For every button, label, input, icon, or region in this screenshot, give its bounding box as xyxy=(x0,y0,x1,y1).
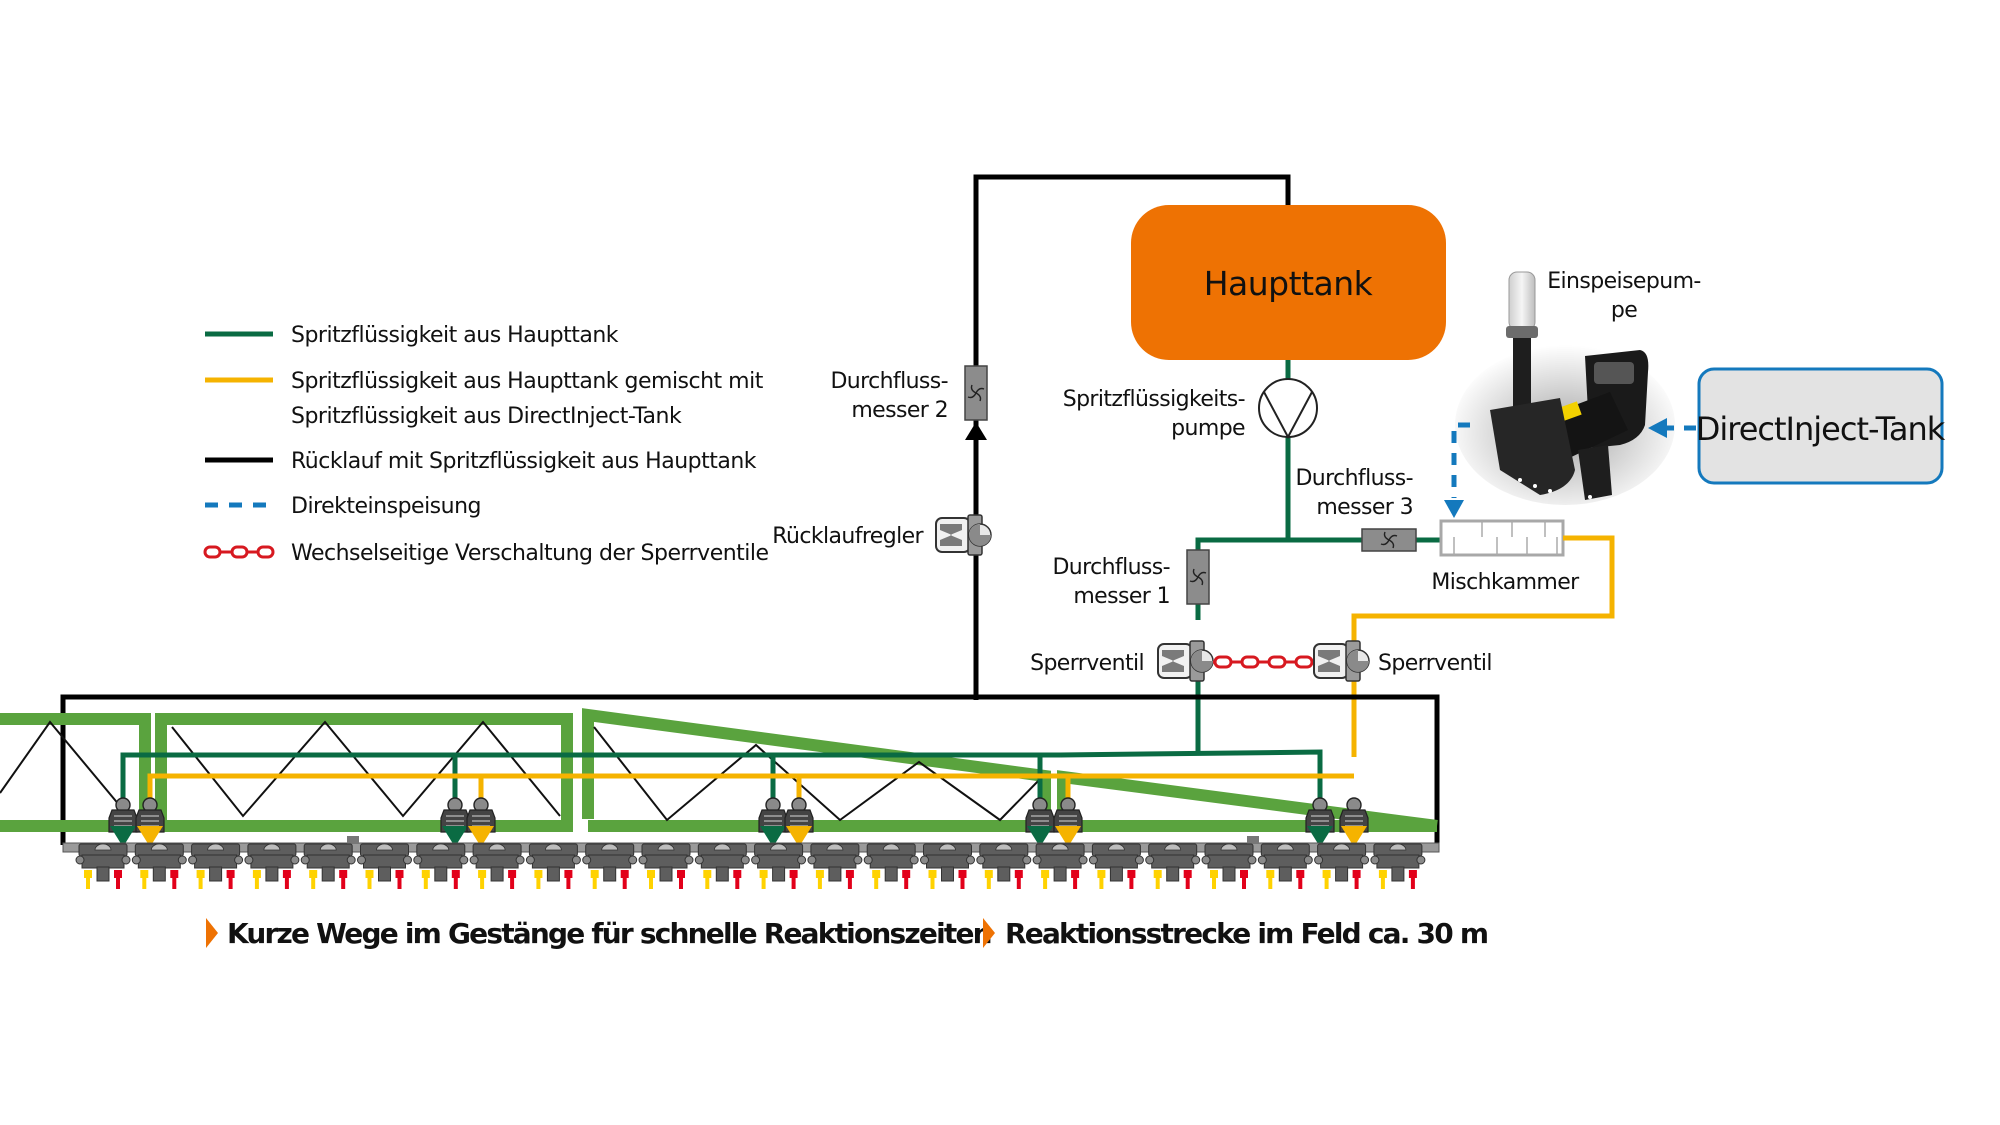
nozzle xyxy=(920,843,975,890)
nozzle xyxy=(976,843,1032,890)
legend-label-line2: Spritzflüssigkeit aus DirectInject-Tank xyxy=(291,404,682,429)
flow-arrow-down-yellow-icon xyxy=(1341,826,1367,847)
legend-item-return-flow: Rücklauf mit Spritzflüssigkeit aus Haupt… xyxy=(205,449,757,474)
injection-pump-label-line2: pe xyxy=(1611,298,1637,323)
nozzle xyxy=(1032,843,1088,890)
main-tank-label: Haupttank xyxy=(1204,264,1374,303)
flow-arrow-down-yellow-icon xyxy=(786,826,812,847)
direct-injection-line xyxy=(1444,418,1696,518)
injection-pump-label: Einspeisepum- xyxy=(1547,269,1701,294)
valve-interlock-chain xyxy=(1213,655,1318,669)
caption-2: Reaktionsstrecke im Feld ca. 30 m xyxy=(983,917,1489,950)
nozzle xyxy=(863,843,919,890)
nozzle xyxy=(1314,843,1370,890)
flow-arrow-down-green-icon xyxy=(1027,826,1053,847)
nozzle xyxy=(694,843,750,890)
nozzle xyxy=(525,843,581,890)
directinject-tank: DirectInject-Tank xyxy=(1696,367,1947,485)
mixing-chamber-label: Mischkammer xyxy=(1431,570,1580,595)
nozzle xyxy=(1201,843,1257,890)
spray-pump-label: Spritzflüssigkeits- xyxy=(1063,387,1245,412)
rail-bracket xyxy=(1247,836,1259,844)
boom-truss-frames xyxy=(0,708,1438,832)
motor-valve-icon xyxy=(935,514,992,556)
flow-arrow-down-green-icon xyxy=(1307,826,1333,847)
shutoff-valve-right-label: Sperrventil xyxy=(1378,651,1492,676)
shutoff-valve-left: Sperrventil xyxy=(1030,640,1214,682)
mixing-chamber: Mischkammer xyxy=(1431,519,1581,595)
flowmeter-2-label: Durchfluss- xyxy=(830,369,948,394)
flow-arrow-up-icon xyxy=(965,422,987,440)
shutoff-valve-right: Sperrventil xyxy=(1313,640,1493,682)
nozzle xyxy=(131,843,187,890)
flowmeter-2-label-line2: messer 2 xyxy=(851,398,948,423)
legend-label: Rücklauf mit Spritzflüssigkeit aus Haupt… xyxy=(291,449,757,474)
nozzle xyxy=(1257,843,1313,890)
main-tank: Haupttank xyxy=(1131,205,1446,360)
flow-arrow-down-green-icon xyxy=(110,826,136,847)
pump-sight-glass xyxy=(1508,271,1536,331)
legend-label: Direkteinspeisung xyxy=(291,494,481,519)
nozzle xyxy=(413,843,469,890)
spray-pump: Spritzflüssigkeits- pumpe xyxy=(1063,378,1318,441)
boom xyxy=(0,694,1440,890)
nozzle xyxy=(638,843,694,890)
return-regulator-label: Rücklaufregler xyxy=(772,524,924,549)
caption-1: Kurze Wege im Gestänge für schnelle Reak… xyxy=(206,917,993,950)
nozzle xyxy=(751,843,807,890)
flowmeter-1-label: Durchfluss- xyxy=(1052,555,1170,580)
legend-item-direct-injection: Direkteinspeisung xyxy=(205,494,482,519)
legend-swatch-red-chain xyxy=(203,545,275,559)
nozzle xyxy=(300,843,356,890)
legend-item-main-tank-fluid: Spritzflüssigkeit aus Haupttank xyxy=(205,323,619,348)
flow-arrow-down-yellow-icon xyxy=(1055,826,1081,847)
legend-item-valve-interlock: Wechselseitige Verschaltung der Sperrven… xyxy=(203,541,769,566)
flowmeter-1-label-line2: messer 1 xyxy=(1073,584,1170,609)
flow-arrow-down-green-icon xyxy=(760,826,786,847)
arrow-down-icon xyxy=(1444,500,1464,518)
flowmeter-3: Durchfluss- messer 3 xyxy=(1295,466,1417,552)
shutoff-valve-left-label: Sperrventil xyxy=(1030,651,1144,676)
spray-pump-label-line2: pumpe xyxy=(1171,416,1245,441)
caption-text: Kurze Wege im Gestänge für schnelle Reak… xyxy=(227,917,991,950)
legend-item-mixed-fluid: Spritzflüssigkeit aus Haupttank gemischt… xyxy=(205,369,764,429)
legend-label: Spritzflüssigkeit aus Haupttank xyxy=(291,323,619,348)
legend-label: Wechselseitige Verschaltung der Sperrven… xyxy=(291,541,769,566)
section-line-yellow xyxy=(147,773,1354,822)
nozzle xyxy=(807,843,863,890)
nozzle xyxy=(244,843,300,890)
return-line xyxy=(965,174,1291,700)
section-valves xyxy=(108,797,1369,847)
caption-text: Reaktionsstrecke im Feld ca. 30 m xyxy=(1005,917,1487,950)
triangle-right-icon xyxy=(983,918,995,948)
flowmeter-2: Durchfluss- messer 2 xyxy=(830,365,988,423)
nozzle xyxy=(357,843,412,890)
nozzle xyxy=(469,843,525,890)
flowmeter-3-label: Durchfluss- xyxy=(1295,466,1413,491)
return-regulator: Rücklaufregler xyxy=(772,514,992,556)
boom-return-frame xyxy=(60,694,1440,845)
nozzle xyxy=(582,843,638,890)
nozzle xyxy=(75,843,131,890)
boom-rail xyxy=(62,842,1440,853)
boom-truss-diagonals xyxy=(0,720,1043,822)
flowmeter-3-label-line2: messer 3 xyxy=(1316,495,1413,520)
nozzle xyxy=(1088,843,1144,890)
legend-label: Spritzflüssigkeit aus Haupttank gemischt… xyxy=(291,369,764,394)
pump-symbol-icon xyxy=(1258,378,1318,438)
arrow-left-icon xyxy=(1648,418,1667,438)
flow-arrow-down-yellow-icon xyxy=(468,826,494,847)
nozzle xyxy=(1370,843,1426,890)
triangle-right-icon xyxy=(206,918,218,948)
flowmeter-1: Durchfluss- messer 1 xyxy=(1052,549,1210,609)
flow-arrow-down-green-icon xyxy=(442,826,468,847)
legend: Spritzflüssigkeit aus Haupttank Spritzfl… xyxy=(203,323,769,566)
rail-bracket xyxy=(347,836,359,844)
directinject-tank-label: DirectInject-Tank xyxy=(1696,410,1946,448)
nozzle xyxy=(188,843,244,890)
nozzle xyxy=(1145,843,1201,890)
injection-pump: Einspeisepum- pe xyxy=(1455,269,1701,505)
flow-arrow-down-yellow-icon xyxy=(137,826,163,847)
